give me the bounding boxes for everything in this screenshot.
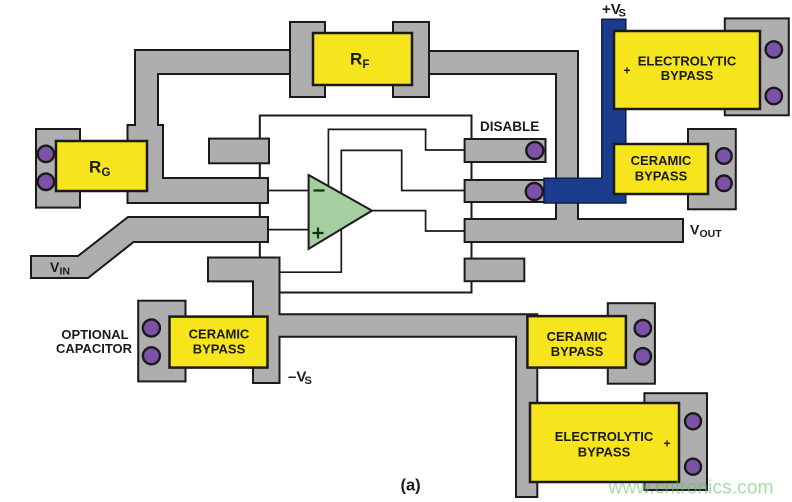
svg-text:(a): (a) <box>401 477 421 495</box>
svg-text:www.cntronics.com: www.cntronics.com <box>608 478 774 499</box>
svg-text:V: V <box>690 221 700 237</box>
svg-text:IN: IN <box>60 266 71 278</box>
svg-text:BYPASS: BYPASS <box>635 168 688 183</box>
svg-text:F: F <box>363 59 370 71</box>
svg-text:BYPASS: BYPASS <box>193 342 246 357</box>
svg-text:+: + <box>663 437 670 451</box>
svg-text:CAPACITOR: CAPACITOR <box>56 341 133 356</box>
svg-text:R: R <box>89 158 101 177</box>
svg-text:S: S <box>305 375 312 387</box>
svg-text:CERAMIC: CERAMIC <box>631 153 692 168</box>
svg-text:–V: –V <box>288 368 306 385</box>
svg-text:S: S <box>619 8 626 20</box>
svg-text:G: G <box>102 167 111 179</box>
svg-text:CERAMIC: CERAMIC <box>547 329 608 344</box>
svg-text:ELECTROLYTIC: ELECTROLYTIC <box>555 429 654 444</box>
svg-text:+: + <box>623 64 630 78</box>
svg-text:CERAMIC: CERAMIC <box>189 327 250 342</box>
svg-text:R: R <box>350 49 362 68</box>
svg-text:OPTIONAL: OPTIONAL <box>61 327 128 342</box>
svg-text:OUT: OUT <box>700 228 723 240</box>
svg-text:BYPASS: BYPASS <box>578 445 631 460</box>
svg-text:BYPASS: BYPASS <box>661 68 714 83</box>
svg-text:V: V <box>50 259 60 275</box>
svg-text:DISABLE: DISABLE <box>480 119 539 134</box>
svg-text:+V: +V <box>602 1 621 18</box>
svg-text:BYPASS: BYPASS <box>551 344 604 359</box>
svg-text:ELECTROLYTIC: ELECTROLYTIC <box>638 54 737 69</box>
